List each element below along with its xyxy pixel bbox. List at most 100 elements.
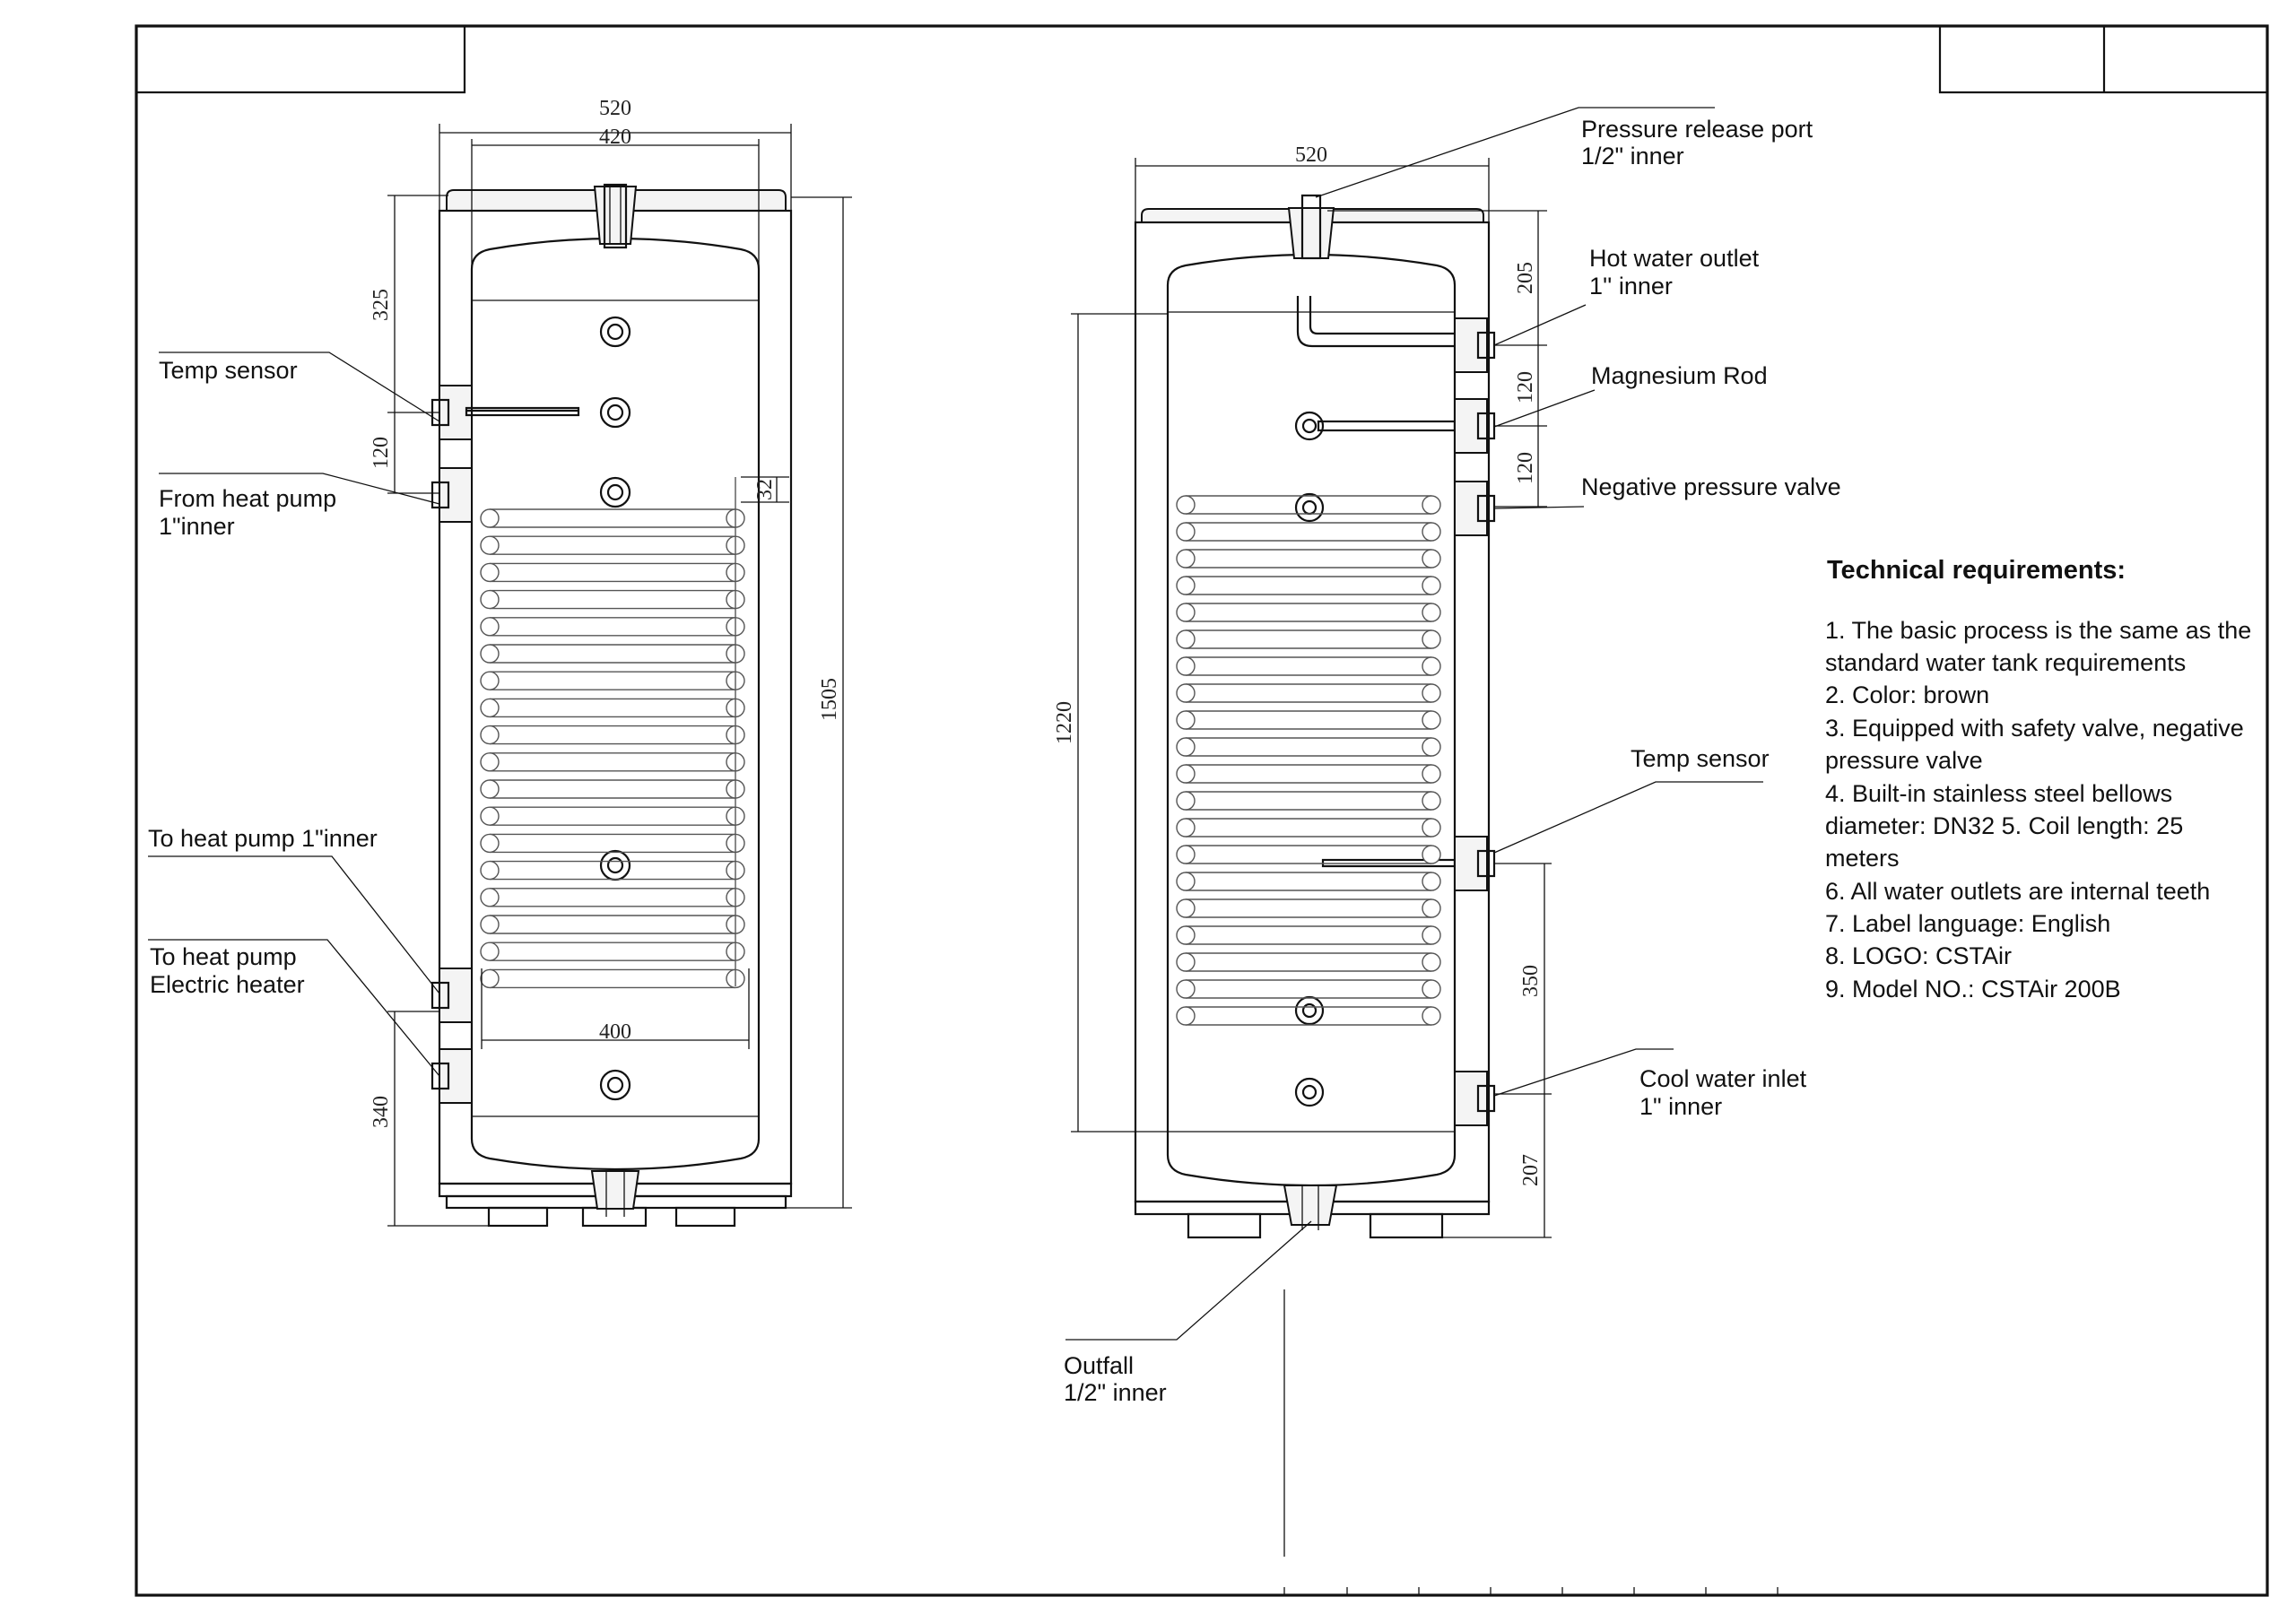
left-label-to-heat-pump-2: To heat pump <box>150 943 297 970</box>
left-foot <box>581 1206 648 1228</box>
left-dim-height: 1505 <box>818 678 841 721</box>
right-label-outfall: Outfall <box>1064 1352 1134 1379</box>
right-label-temp-sensor: Temp sensor <box>1631 745 1770 772</box>
coil-loop <box>1422 603 1441 622</box>
coil-loop <box>480 508 500 528</box>
coil-loop <box>1422 656 1441 676</box>
left-side-ports <box>430 385 580 1104</box>
right-top-fitting <box>1287 207 1335 259</box>
requirement-line: 6. All water outlets are internal teeth <box>1825 878 2210 905</box>
left-dim-coil-width: 400 <box>599 1020 631 1044</box>
coil-loop <box>480 725 500 745</box>
coil-loop <box>1176 737 1196 757</box>
left-coil <box>480 508 745 989</box>
right-foot <box>1369 1212 1444 1239</box>
right-label-outfall-size: 1/2" inner <box>1064 1379 1167 1406</box>
left-dim-width-outer: 520 <box>599 97 631 120</box>
right-label-pressure-release-size: 1/2" inner <box>1581 143 1684 169</box>
coil-loop <box>1422 952 1441 972</box>
coil-loop <box>1176 683 1196 703</box>
coil-loop <box>1176 925 1196 945</box>
coil-loop <box>1422 495 1441 515</box>
right-label-cool-water-size: 1" inner <box>1639 1093 1722 1120</box>
technical-requirements: Technical requirements: 1. The basic pro… <box>1825 556 2251 1002</box>
right-leaders <box>1065 107 1763 1341</box>
left-inner-tank <box>470 237 761 1171</box>
left-foot <box>674 1206 736 1228</box>
coil-loop <box>1176 549 1196 568</box>
left-foot <box>487 1206 549 1228</box>
coil-loop <box>480 888 500 907</box>
coil-loop <box>480 833 500 854</box>
coil-loop <box>1422 683 1441 703</box>
coil-loop <box>1176 710 1196 730</box>
coil-loop <box>1422 791 1441 811</box>
coil-loop <box>1176 603 1196 622</box>
requirement-line: 4. Built-in stainless steel bellows <box>1825 780 2172 807</box>
coil-loop <box>480 860 500 881</box>
requirement-line: 9. Model NO.: CSTAir 200B <box>1825 976 2121 1002</box>
coil-loop <box>1176 576 1196 595</box>
right-dim-top-offset: 205 <box>1514 262 1537 294</box>
left-dim-width-inner: 420 <box>599 126 631 149</box>
coil-loop <box>1422 1006 1441 1026</box>
requirements-title: Technical requirements: <box>1827 556 2126 585</box>
coil-loop <box>1422 764 1441 784</box>
coil-loop <box>1422 629 1441 649</box>
left-dimensions: 520 420 325 120 32 1505 400 <box>370 97 852 1227</box>
right-dim-width-outer: 520 <box>1295 143 1327 167</box>
right-flanges <box>1294 411 1325 1107</box>
left-label-electric-heater: Electric heater <box>150 971 305 998</box>
left-label-temp-sensor: Temp sensor <box>159 357 298 384</box>
coil-loop <box>1422 925 1441 945</box>
right-coil <box>1176 495 1441 1026</box>
coil-loop <box>1422 872 1441 891</box>
right-bottom-fitting <box>1283 1185 1338 1226</box>
right-label-magnesium-rod: Magnesium Rod <box>1591 362 1768 389</box>
coil-loop <box>1422 549 1441 568</box>
requirement-line: 1. The basic process is the same as the <box>1825 617 2251 644</box>
coil-loop <box>1422 737 1441 757</box>
right-inner-tank <box>1166 253 1457 1187</box>
coil-loop <box>1176 495 1196 515</box>
coil-loop <box>480 915 500 934</box>
coil-loop <box>1176 845 1196 864</box>
coil-loop <box>1422 576 1441 595</box>
right-dim-spacing-2: 120 <box>1514 452 1537 484</box>
right-dimensions: 520 205 120 120 1220 350 207 <box>1053 143 1552 1238</box>
coil-loop <box>1176 872 1196 891</box>
coil-loop <box>480 617 500 637</box>
right-dim-bottom-offset: 207 <box>1519 1154 1543 1186</box>
left-bottom-fitting <box>590 1170 640 1210</box>
left-dim-coil-gap: 32 <box>753 479 777 500</box>
requirement-line: pressure valve <box>1825 747 1983 774</box>
coil-loop <box>480 589 500 610</box>
left-tank-view: 520 420 325 120 32 1505 400 <box>148 97 852 1228</box>
coil-loop <box>1176 629 1196 649</box>
right-dim-sensor-offset: 350 <box>1519 965 1543 997</box>
right-label-negative-pressure: Negative pressure valve <box>1581 473 1841 500</box>
right-label-hot-water: Hot water outlet <box>1589 245 1760 272</box>
drawing-frame <box>135 24 2269 1597</box>
right-dim-height: 1220 <box>1053 701 1076 744</box>
left-leaders <box>148 352 440 1077</box>
requirement-line: meters <box>1825 845 1900 872</box>
coil-loop <box>1422 522 1441 542</box>
coil-loop <box>480 968 500 989</box>
coil-loop <box>1176 818 1196 838</box>
requirement-line: 2. Color: brown <box>1825 681 1989 708</box>
coil-loop <box>1176 764 1196 784</box>
coil-loop <box>480 806 500 826</box>
coil-loop <box>480 942 500 961</box>
coil-loop <box>480 779 500 799</box>
coil-loop <box>1422 898 1441 918</box>
left-top-fitting <box>593 186 638 245</box>
coil-loop <box>480 644 500 664</box>
right-dim-spacing-1: 120 <box>1514 371 1537 404</box>
left-label-to-heat-pump: To heat pump 1"inner <box>148 825 378 852</box>
coil-loop <box>1422 845 1441 864</box>
requirement-line: 8. LOGO: CSTAir <box>1825 942 2012 969</box>
right-label-pressure-release: Pressure release port <box>1581 116 1813 143</box>
coil-loop <box>480 562 500 583</box>
